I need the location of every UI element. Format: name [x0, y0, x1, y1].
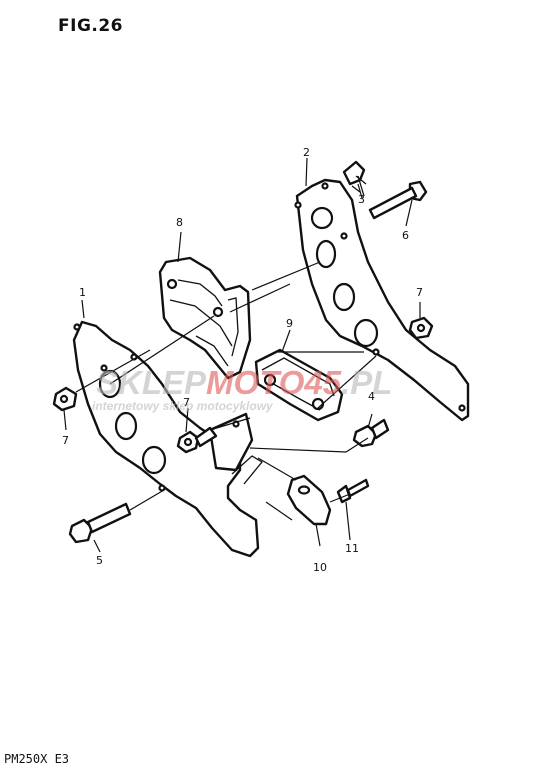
part-7-nut-left	[52, 386, 78, 412]
model-code: PM250X E3	[4, 752, 70, 766]
callout-5: 5	[96, 554, 103, 567]
callout-3: 3	[358, 193, 365, 206]
part-10-spacer	[286, 474, 332, 526]
part-3-bolt	[342, 160, 367, 197]
callout-10: 10	[313, 561, 327, 574]
part-5-bolt	[68, 502, 132, 544]
watermark-brand-part1: SKLEP	[96, 364, 207, 401]
watermark-tagline: internetowy sklep motocyklowy	[92, 399, 274, 413]
callout-7-center: 7	[183, 396, 190, 409]
callout-9: 9	[286, 317, 293, 330]
callout-1: 1	[79, 286, 86, 299]
part-4-bolt	[352, 418, 390, 448]
part-6-bolt	[368, 180, 428, 220]
part-8-upper-bracket	[158, 256, 252, 380]
callout-2: 2	[303, 146, 310, 159]
watermark: SKLEPMOTO45.PL internetowy sklep motocyk…	[92, 364, 392, 413]
part-11-rivet	[336, 478, 370, 504]
part-7-nut-right	[408, 316, 434, 340]
callout-4: 4	[368, 390, 375, 403]
part-1-left-plate	[72, 320, 263, 558]
figure-title: FIG.26	[58, 16, 124, 36]
assembly-lines	[63, 157, 421, 553]
callout-labels: 1 2 3 4 5 6 7 7 7 8 9 10 11	[62, 146, 423, 574]
callout-6: 6	[402, 229, 409, 242]
part-2-right-plate	[294, 178, 470, 422]
watermark-brand-part3: .PL	[341, 364, 392, 401]
callout-7-right: 7	[416, 286, 423, 299]
callout-7-left: 7	[62, 434, 69, 447]
watermark-brand-part2: MOTO45	[206, 364, 342, 401]
part-9-rubber-damper	[254, 348, 344, 422]
callout-8: 8	[176, 216, 183, 229]
part-7-nut-center	[176, 426, 218, 454]
svg-text:SKLEPMOTO45.PL: SKLEPMOTO45.PL	[96, 364, 392, 401]
callout-11: 11	[345, 542, 359, 555]
